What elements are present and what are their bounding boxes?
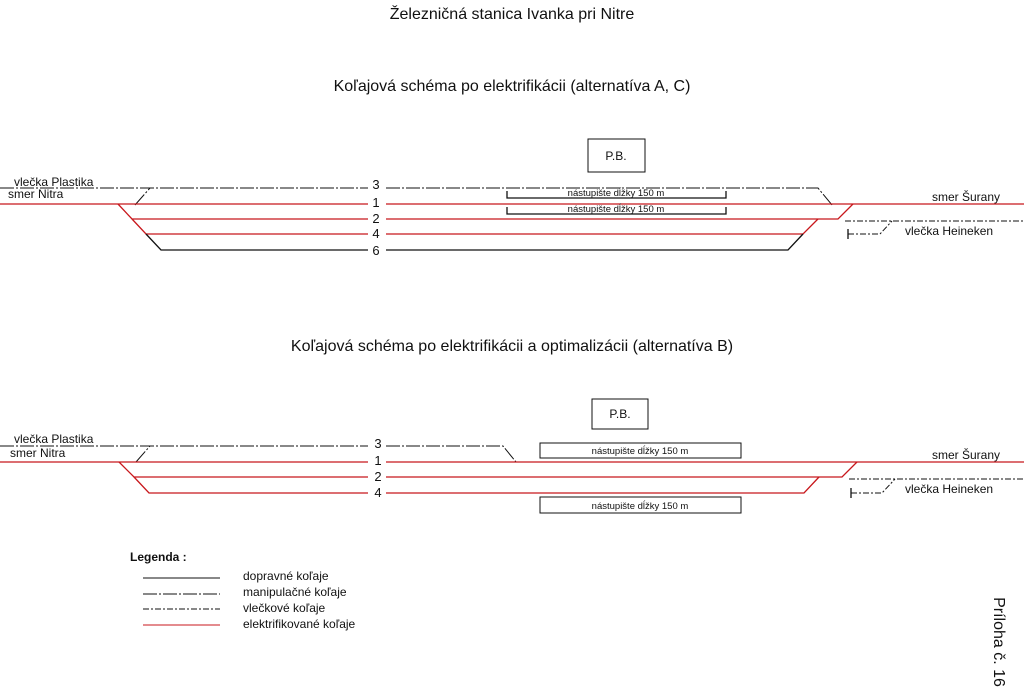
schema-b: P.B. vlečka Plastika smer Nitra smer Šur… (0, 398, 1024, 514)
track-2-left-ac (117, 203, 368, 220)
track-number: 3 (374, 436, 381, 451)
annex-label: Príloha č. 16 (990, 597, 1007, 687)
left-siding-label-ac: vlečka Plastika (14, 175, 94, 189)
pb-building-ac (587, 138, 646, 173)
track-2-right-b (386, 461, 858, 478)
track-number: 6 (372, 243, 379, 258)
right-siding-label-b: vlečka Heineken (905, 482, 993, 496)
pb-label-ac: P.B. (605, 149, 626, 163)
left-siding-label-b: vlečka Plastika (14, 432, 94, 446)
schema-b-title: Koľajová schéma po elektrifikácii a opti… (290, 338, 734, 355)
track-3-switch-left-b (135, 445, 151, 463)
pb-label-b: P.B. (609, 407, 630, 421)
track-3-switch-left-ac (134, 187, 151, 206)
track-2-left-b (118, 461, 368, 478)
legend-label-manipulation: manipulačné koľaje (243, 585, 347, 599)
track-3-right-ac (386, 187, 833, 206)
track-6-left-ac (145, 233, 368, 251)
left-direction-label-ac: smer Nitra (8, 187, 64, 201)
platform-1-label-b: nástupište dĺžky 150 m (592, 445, 689, 457)
platform-2-b (539, 496, 742, 514)
annex-label-box: Príloha č. 16 (983, 590, 1013, 694)
track-number: 2 (374, 469, 381, 484)
platform-2-label-b: nástupište dĺžky 150 m (592, 500, 689, 512)
platform-1-ac (506, 191, 727, 199)
right-siding-label-ac: vlečka Heineken (905, 224, 993, 238)
track-number: 1 (372, 195, 379, 210)
track-number: 2 (372, 211, 379, 226)
legend-label-electrified: elektrifikované koľaje (243, 617, 356, 631)
track-4-right-b (386, 476, 820, 494)
track-4-right-ac (386, 218, 819, 235)
schema-ac-title: Koľajová schéma po elektrifikácii (alter… (333, 78, 691, 95)
platform-2-ac (506, 207, 727, 215)
track-number: 4 (374, 485, 381, 500)
siding-heineken-branch-b (851, 478, 896, 494)
siding-heineken-branch-ac (848, 220, 893, 235)
legend-title: Legenda : (130, 550, 187, 564)
pb-building-b (591, 398, 649, 430)
track-4-left-ac (131, 218, 368, 235)
legend-label-siding: vlečkové koľaje (243, 601, 326, 615)
track-2-right-ac (386, 203, 854, 220)
track-4-left-b (133, 476, 368, 494)
platform-2-label-ac: nástupište dĺžky 150 m (568, 203, 665, 215)
left-direction-label-b: smer Nitra (10, 446, 66, 460)
track-3-right-b (386, 445, 517, 463)
page-title: Železničná stanica Ivanka pri Nitre (389, 6, 635, 23)
legend: Legenda : dopravné koľaje manipulačné ko… (130, 550, 356, 631)
track-number: 1 (374, 453, 381, 468)
track-number: 3 (372, 177, 379, 192)
schema-ac: P.B. vlečka Plastika smer Nitra smer Šur… (0, 138, 1024, 258)
track-number: 4 (372, 226, 379, 241)
platform-1-label-ac: nástupište dĺžky 150 m (568, 187, 665, 199)
right-direction-label-b: smer Šurany (932, 447, 1000, 462)
track-6-right-ac (386, 233, 804, 251)
platform-1-b (539, 442, 742, 459)
legend-label-transport: dopravné koľaje (243, 569, 329, 583)
right-direction-label-ac: smer Šurany (932, 189, 1000, 204)
